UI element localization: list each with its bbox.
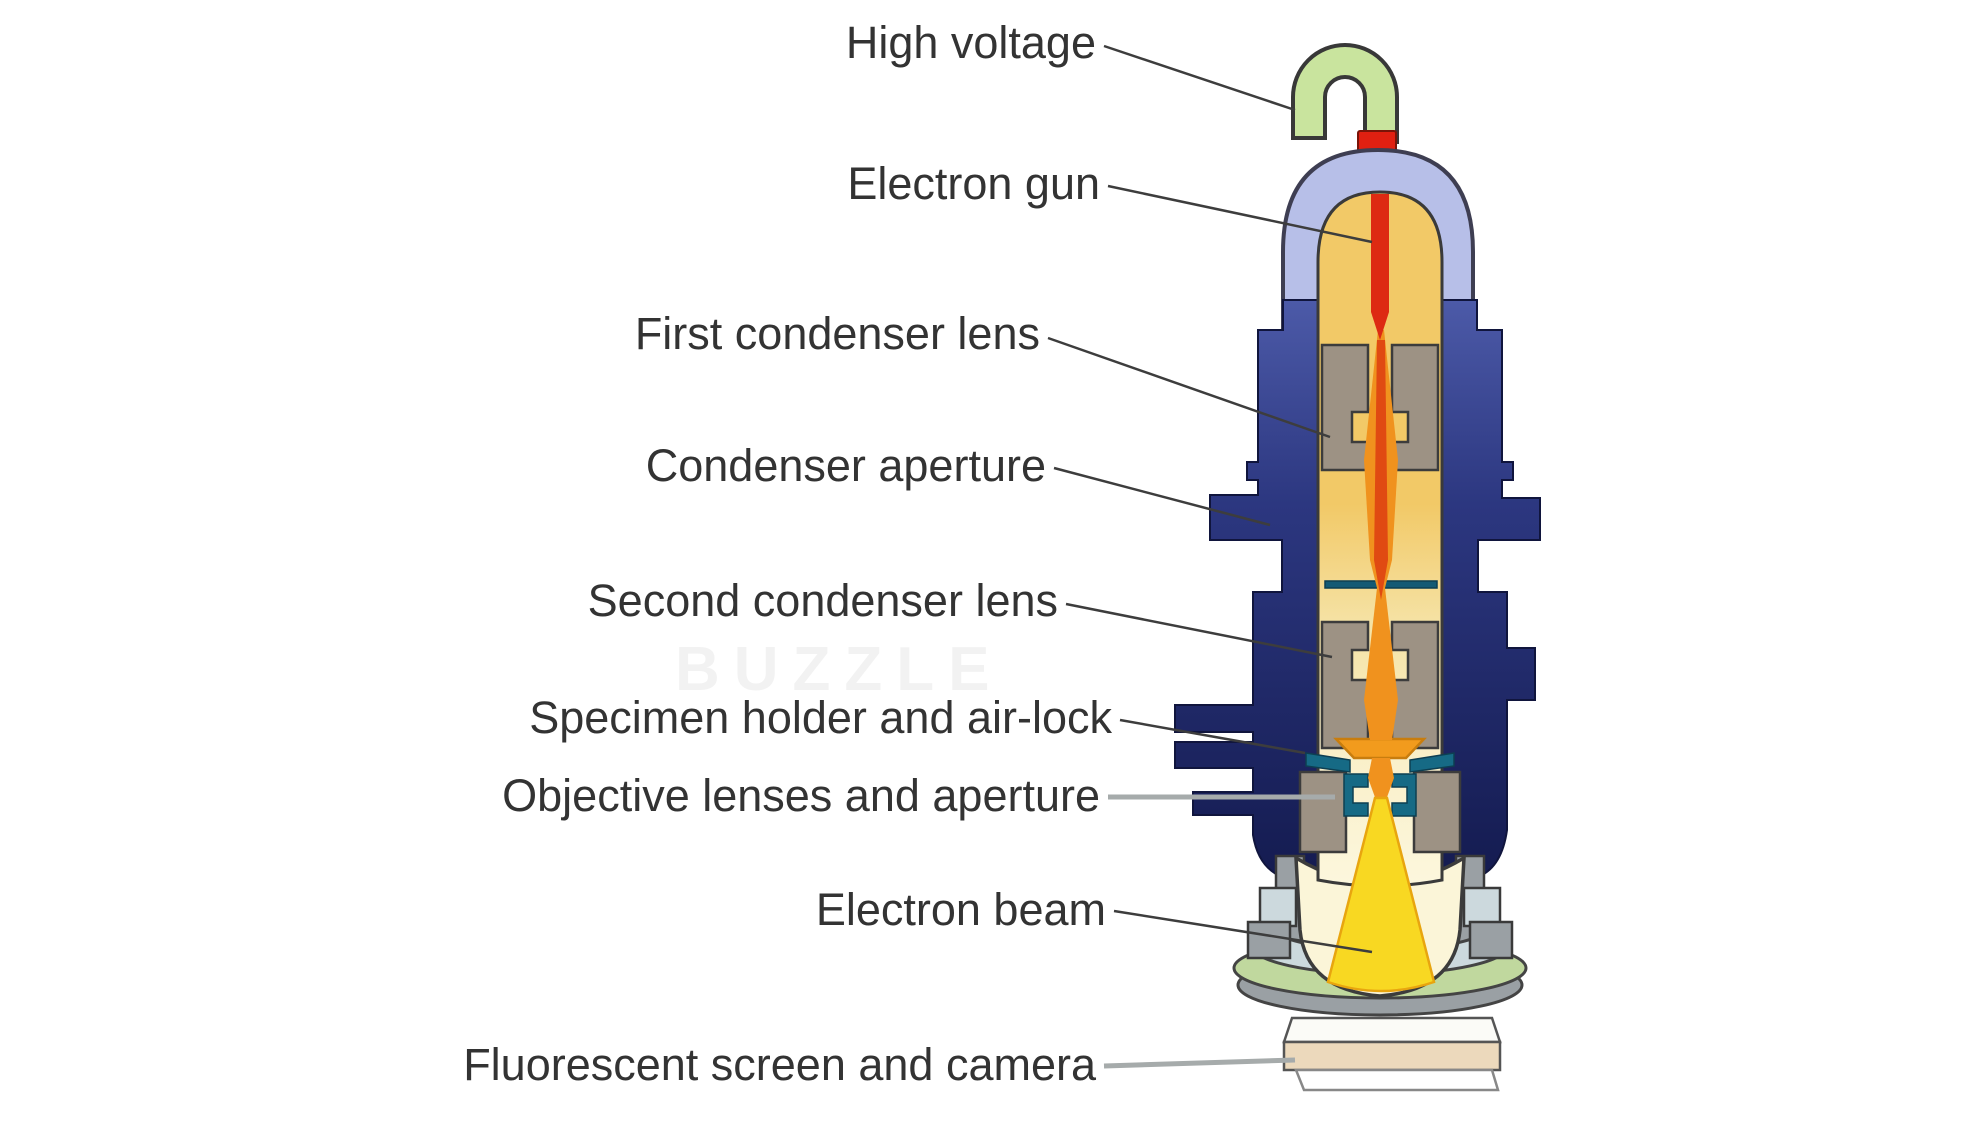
column-casing-left <box>1174 299 1319 884</box>
flank-step-left-3 <box>1246 920 1292 960</box>
second-condenser-lens-right <box>1390 620 1440 750</box>
leader-electron-gun <box>1107 184 1373 244</box>
leader-electron-beam <box>1113 909 1373 954</box>
beam-cone <box>1326 796 1436 993</box>
specimen-stage-left <box>1305 752 1351 773</box>
first-condenser-lens-left <box>1320 343 1370 472</box>
specimen-disc <box>1333 737 1427 760</box>
electron-gun-filament <box>1371 194 1389 340</box>
watermark-text: BUZZLE <box>675 635 1004 704</box>
leader-high-voltage <box>1103 44 1296 112</box>
flank-step-right-2 <box>1462 886 1502 928</box>
label-first-condenser-lens: First condenser lens <box>635 308 1040 359</box>
label-electron-gun: Electron gun <box>847 158 1100 209</box>
high-voltage-hook <box>1291 43 1399 144</box>
label-high-voltage: High voltage <box>846 17 1096 68</box>
screen-top-face <box>1282 1016 1502 1044</box>
flank-step-right-3 <box>1468 920 1514 960</box>
beam-core <box>1374 340 1388 600</box>
leader-condenser-aperture <box>1053 466 1271 527</box>
leader-fluorescent-screen <box>1103 1057 1296 1069</box>
objective-lens-right <box>1412 770 1462 854</box>
beam-mid <box>1364 588 1398 740</box>
leader-first-condenser <box>1047 336 1331 439</box>
label-objective-lenses: Objective lenses and aperture <box>502 770 1100 821</box>
label-electron-beam: Electron beam <box>816 884 1106 935</box>
label-specimen-holder: Specimen holder and air-lock <box>529 692 1112 743</box>
beam-through-aperture <box>1368 758 1394 800</box>
label-fluorescent-screen: Fluorescent screen and camera <box>463 1039 1097 1090</box>
first-condenser-lens-right <box>1390 343 1440 472</box>
flank-step-left-2 <box>1258 886 1298 928</box>
label-condenser-aperture: Condenser aperture <box>646 440 1046 491</box>
specimen-stage-right <box>1409 752 1455 773</box>
label-second-condenser-lens: Second condenser lens <box>588 575 1058 626</box>
objective-lens-left <box>1298 770 1348 854</box>
leader-second-condenser <box>1065 602 1333 659</box>
objective-aperture-left <box>1343 773 1369 817</box>
screen-front-face <box>1282 1040 1502 1072</box>
leader-specimen-holder <box>1119 718 1306 755</box>
column-casing-right <box>1441 299 1541 884</box>
second-condenser-lens-left <box>1320 620 1370 750</box>
camera-plate <box>1294 1068 1500 1092</box>
